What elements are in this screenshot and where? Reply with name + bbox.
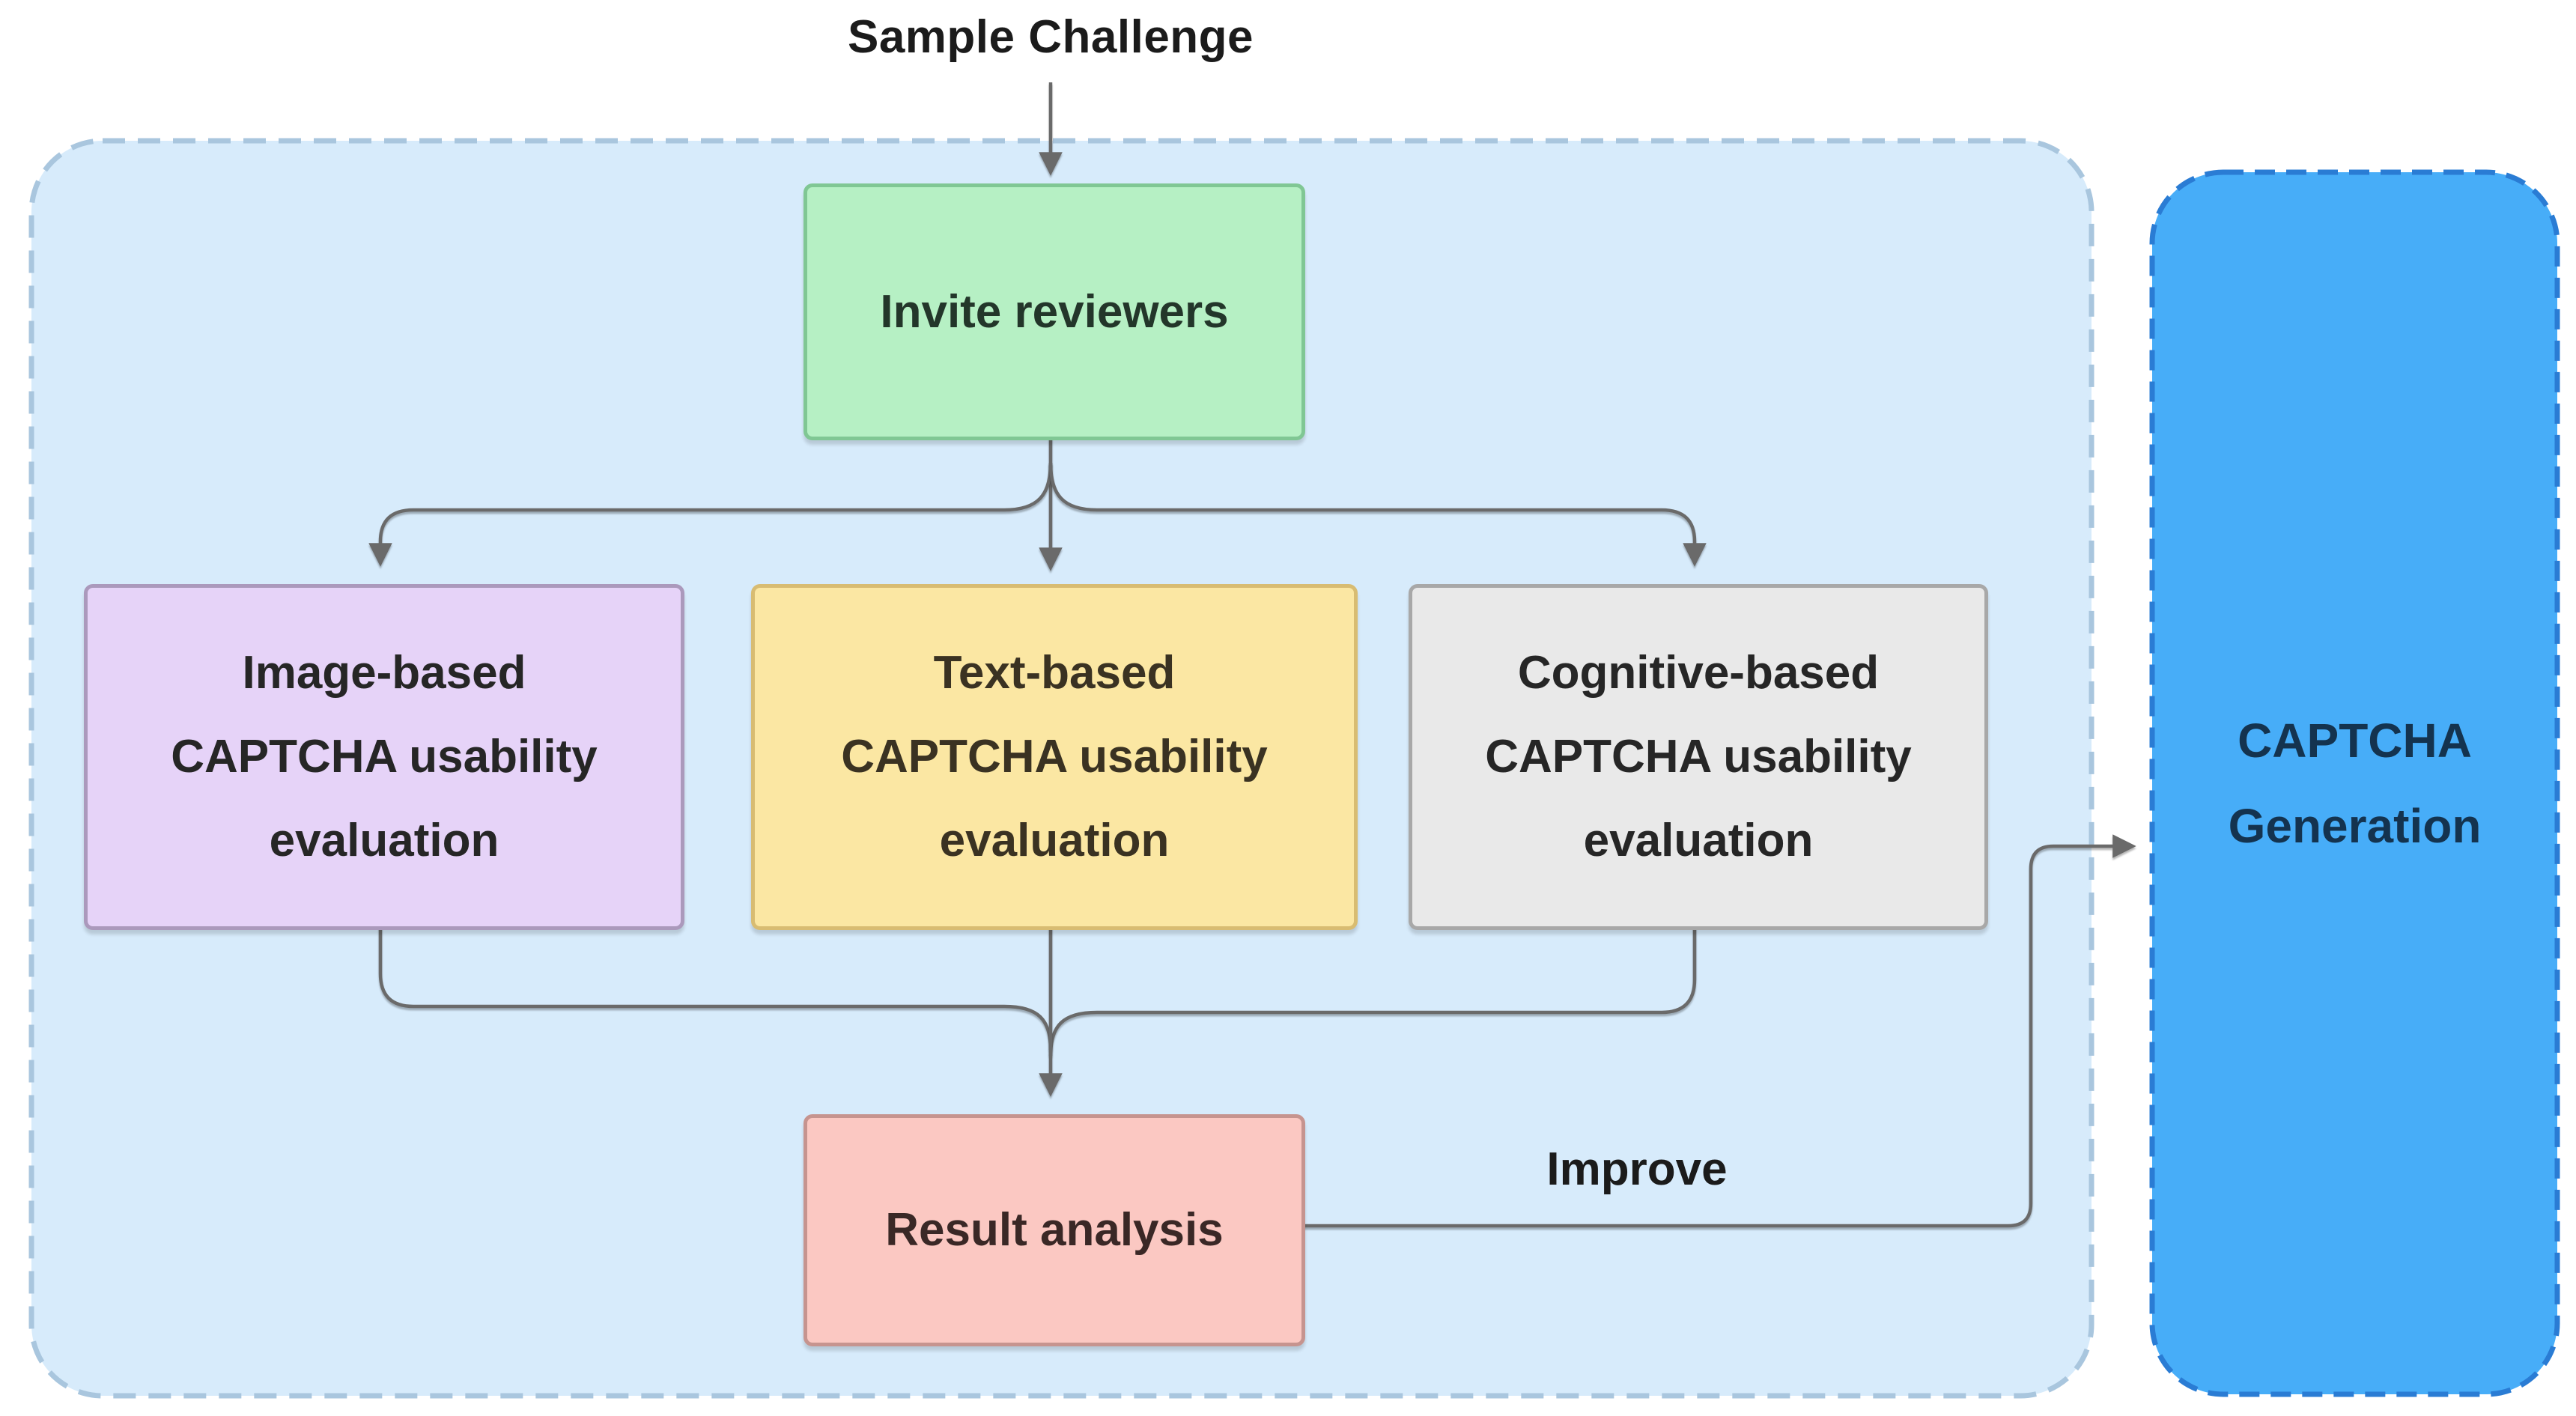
node-captcha-generation-label: CAPTCHA Generation bbox=[2228, 714, 2482, 853]
node-cognitive-based-evaluation-label: Cognitive-based CAPTCHA usability evalua… bbox=[1485, 647, 1912, 866]
node-text-based-evaluation: Text-based CAPTCHA usability evaluation bbox=[751, 584, 1358, 930]
node-invite-reviewers-label: Invite reviewers bbox=[880, 285, 1229, 338]
node-result-analysis: Result analysis bbox=[804, 1114, 1305, 1346]
captcha-generation-box bbox=[2149, 169, 2560, 1397]
arrow-result-to-captcha-generation bbox=[1299, 834, 2136, 1228]
node-result-analysis-label: Result analysis bbox=[885, 1204, 1224, 1256]
node-image-based-evaluation: Image-based CAPTCHA usability evaluation bbox=[84, 584, 684, 930]
node-cognitive-based-evaluation: Cognitive-based CAPTCHA usability evalua… bbox=[1409, 584, 1988, 930]
edge-image-based-to-merge bbox=[378, 924, 1053, 1051]
edge-label-improve: Improve bbox=[1546, 1143, 1728, 1195]
arrow-invite-to-cognitive-based bbox=[1048, 462, 1707, 567]
arrow-invite-to-image-based bbox=[368, 462, 1053, 567]
edge-cognitive-based-to-merge bbox=[1048, 924, 1697, 1057]
node-text-based-evaluation-label: Text-based CAPTCHA usability evaluation bbox=[841, 647, 1268, 866]
diagram-title: Sample Challenge bbox=[847, 11, 1254, 63]
node-invite-reviewers: Invite reviewers bbox=[804, 183, 1305, 440]
node-image-based-evaluation-label: Image-based CAPTCHA usability evaluation bbox=[171, 647, 598, 866]
